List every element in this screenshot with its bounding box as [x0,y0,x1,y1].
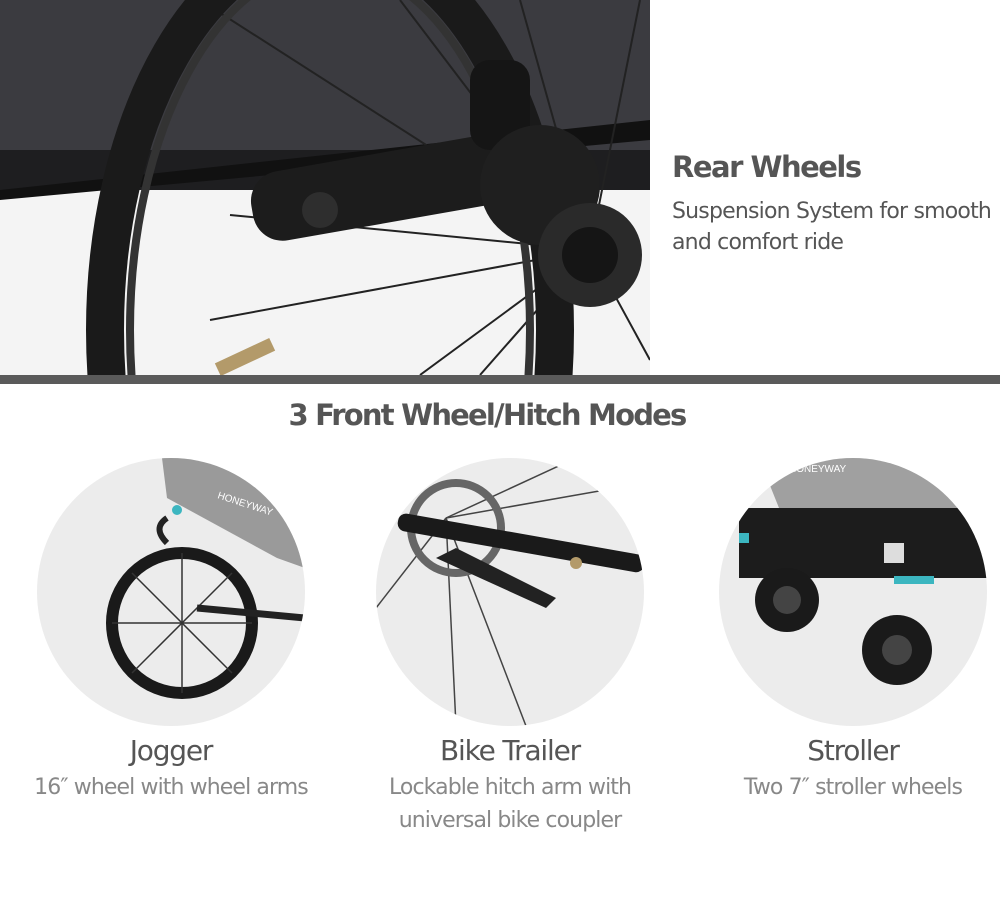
mode-description: 16″ wheel with wheel arms [34,775,309,800]
jogger-photo: HONEYWAY [37,458,305,726]
section-divider [0,375,1000,384]
mode-stroller: HONEYWAY Stroller Two 7″ stroller wheels [703,458,1000,804]
mode-name: Jogger [129,734,214,767]
stroller-photo: HONEYWAY [719,458,987,726]
rear-wheel-photo [0,0,650,375]
mode-name: Stroller [807,734,900,767]
mode-description: Lockable hitch arm with universal bike c… [388,775,632,833]
bike-trailer-photo [376,458,644,726]
rear-wheels-description: Suspension System for smooth and comfort… [672,199,992,255]
section-title: 3 Front Wheel/Hitch Modes [288,398,687,432]
rear-wheels-title: Rear Wheels [672,150,862,184]
mode-jogger: HONEYWAY Jogger 16″ wheel with wheel arm… [21,458,321,804]
mode-description: Two 7″ stroller wheels [743,775,963,800]
svg-text:HONEYWAY: HONEYWAY [789,464,847,475]
mode-bike-trailer: Bike Trailer Lockable hitch arm with uni… [360,458,660,837]
mode-name: Bike Trailer [440,734,581,767]
